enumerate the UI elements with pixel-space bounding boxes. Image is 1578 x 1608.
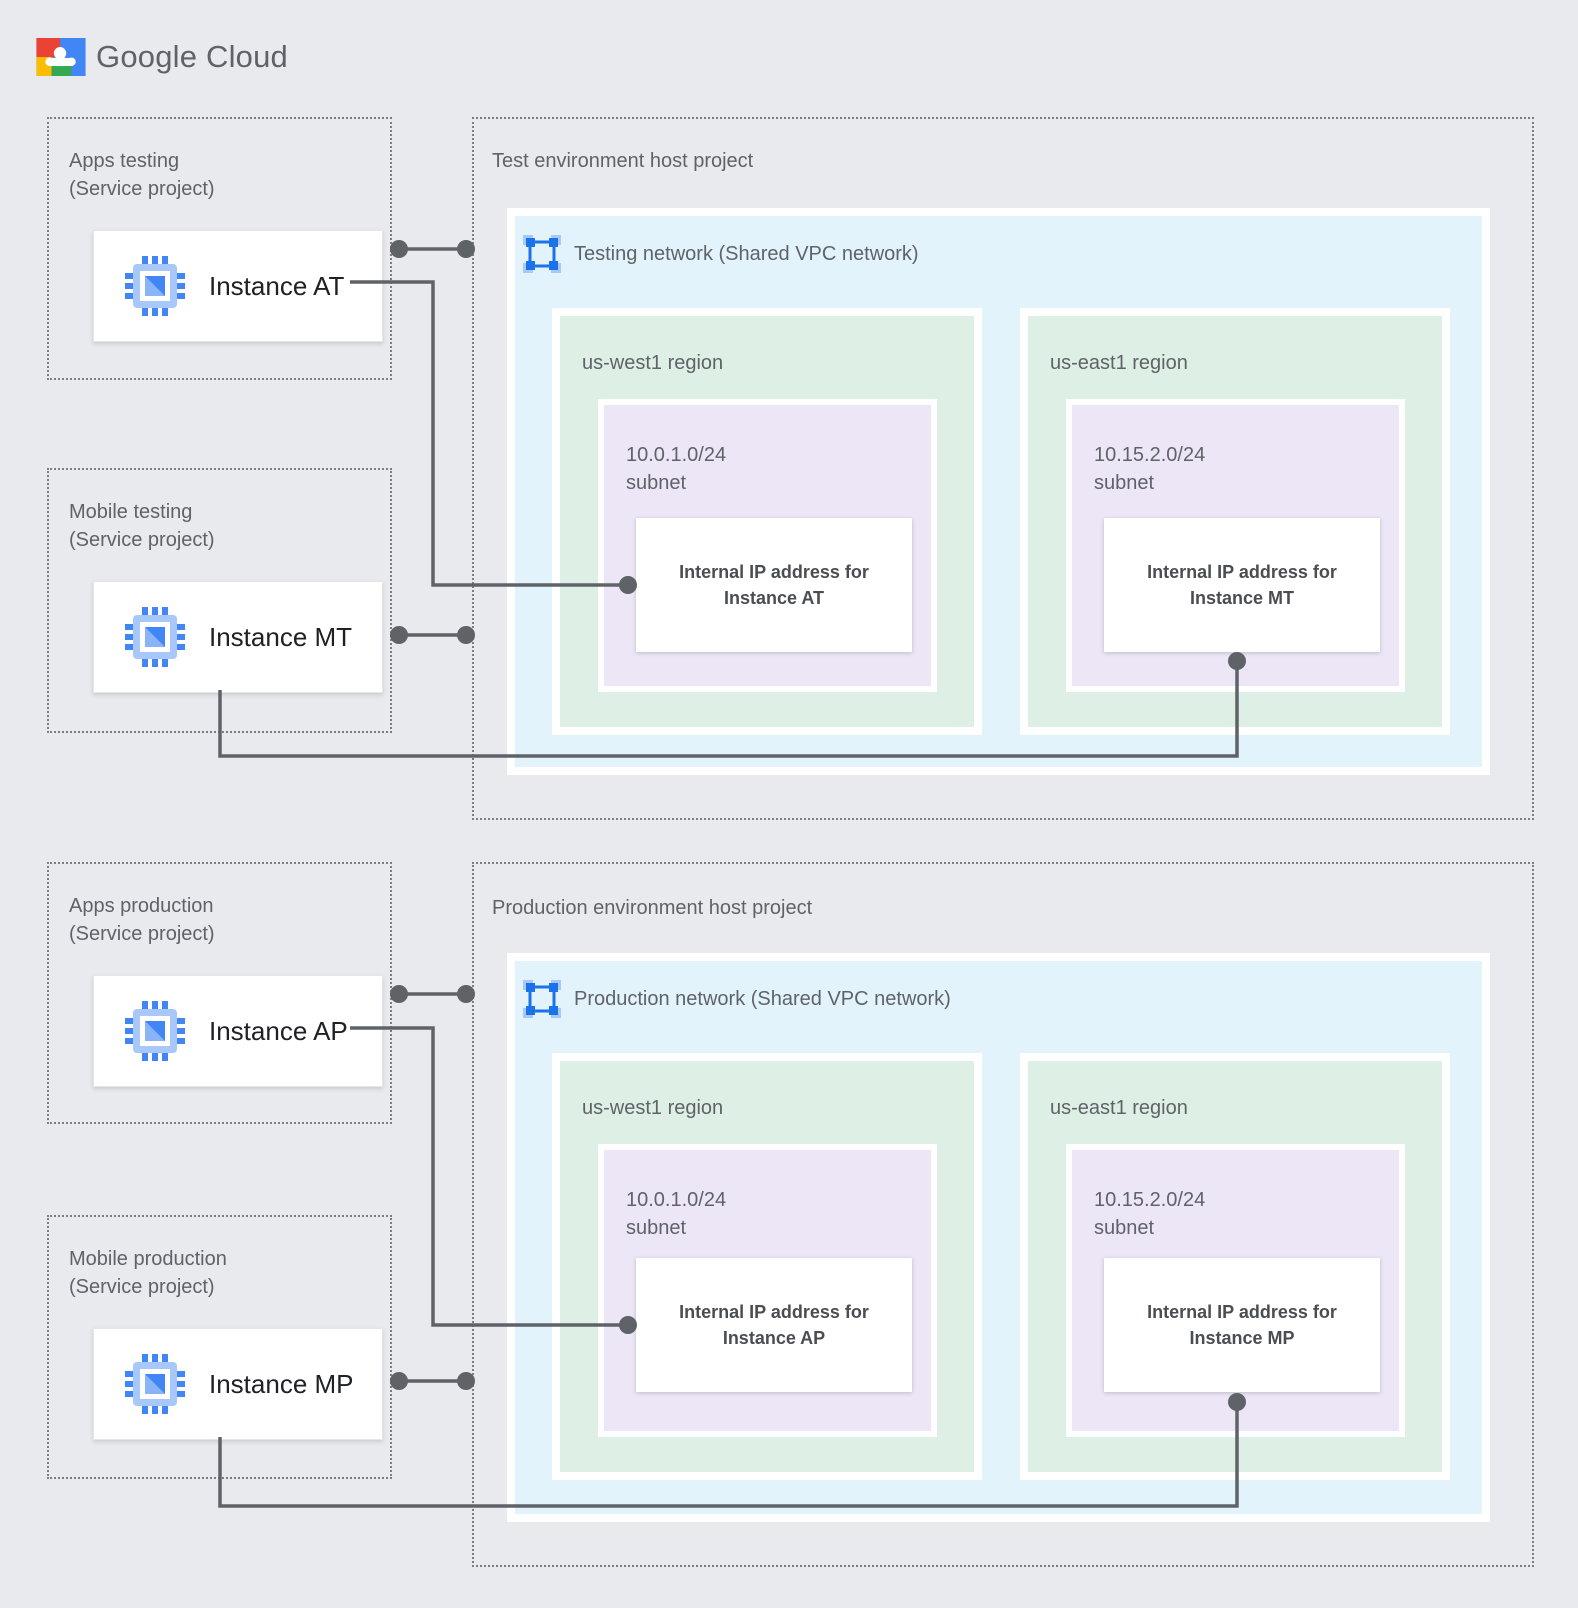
instance-label: Instance AP (209, 1015, 348, 1046)
connector-dot (390, 985, 408, 1003)
connector-dot (390, 240, 408, 258)
ip-line1: Internal IP address for (679, 1302, 869, 1322)
ip-line2: Instance MP (1189, 1328, 1295, 1348)
connector-dot (390, 1372, 408, 1390)
subnet-cidr: 10.15.2.0/24 (1094, 1189, 1206, 1211)
subnet-cidr: 10.0.1.0/24 (626, 444, 727, 466)
subnet-label: 10.0.1.0/24 subnet (626, 1186, 726, 1242)
service-project-title: Apps testing (Service project) (69, 150, 215, 200)
instance-card-mp: Instance MP (93, 1328, 383, 1440)
ip-line1: Internal IP address for (1147, 562, 1337, 582)
google-cloud-wordmark: Google Cloud (96, 39, 288, 74)
service-project-title: Apps production (Service project) (69, 895, 215, 945)
service-project-apps-production: Apps production (Service project) Instan… (47, 862, 392, 1124)
instance-label: Instance MP (209, 1368, 354, 1399)
region-label: us-east1 region (1050, 1097, 1188, 1119)
network-header-testing: Testing network (Shared VPC network) (522, 234, 919, 274)
region-label: us-east1 region (1050, 352, 1188, 374)
internal-ip-instance-at: Internal IP address for Instance AT (636, 518, 912, 652)
subnet-label: 10.0.1.0/24 subnet (626, 441, 726, 497)
ip-line1: Internal IP address for (679, 562, 869, 582)
network-label-production: Production network (Shared VPC network) (574, 988, 951, 1010)
network-header-production: Production network (Shared VPC network) (522, 979, 951, 1019)
compute-engine-icon (123, 605, 187, 669)
compute-engine-icon (123, 254, 187, 318)
service-project-mobile-production: Mobile production (Service project) Inst… (47, 1215, 392, 1479)
internal-ip-instance-mt: Internal IP address for Instance MT (1104, 518, 1380, 652)
internal-ip-instance-mp: Internal IP address for Instance MP (1104, 1258, 1380, 1392)
vpc-network-icon (522, 234, 562, 274)
instance-card-mt: Instance MT (93, 581, 383, 693)
service-project-title: Mobile production (Service project) (69, 1248, 227, 1298)
instance-label: Instance MT (209, 621, 353, 652)
instance-card-ap: Instance AP (93, 975, 383, 1087)
host-project-production-title: Production environment host project (492, 897, 813, 919)
connector-dot (390, 626, 408, 644)
subnet-cidr: 10.0.1.0/24 (626, 1189, 727, 1211)
subnet-cidr: 10.15.2.0/24 (1094, 444, 1206, 466)
instance-label: Instance AT (209, 270, 345, 301)
ip-line2: Instance MT (1189, 588, 1295, 608)
subnet-label: 10.15.2.0/24 subnet (1094, 441, 1205, 497)
subnet-label: 10.15.2.0/24 subnet (1094, 1186, 1205, 1242)
ip-line2: Instance AP (722, 1328, 826, 1348)
subnet-word: subnet (1094, 472, 1155, 494)
compute-engine-icon (123, 999, 187, 1063)
subnet-word: subnet (626, 1217, 687, 1239)
google-cloud-icon (36, 38, 86, 76)
vpc-network-icon (522, 979, 562, 1019)
ip-line2: Instance AT (723, 588, 825, 608)
region-label: us-west1 region (582, 352, 724, 374)
compute-engine-icon (123, 1352, 187, 1416)
google-cloud-logo: Google Cloud (36, 38, 288, 76)
region-label: us-west1 region (582, 1097, 724, 1119)
network-label-testing: Testing network (Shared VPC network) (574, 243, 919, 265)
instance-card-at: Instance AT (93, 230, 383, 342)
service-project-apps-testing: Apps testing (Service project) Instance … (47, 117, 392, 380)
service-project-mobile-testing: Mobile testing (Service project) Instanc… (47, 468, 392, 733)
internal-ip-instance-ap: Internal IP address for Instance AP (636, 1258, 912, 1392)
ip-line1: Internal IP address for (1147, 1302, 1337, 1322)
subnet-word: subnet (1094, 1217, 1155, 1239)
subnet-word: subnet (626, 472, 687, 494)
service-project-title: Mobile testing (Service project) (69, 501, 215, 551)
host-project-test-title: Test environment host project (492, 150, 754, 172)
